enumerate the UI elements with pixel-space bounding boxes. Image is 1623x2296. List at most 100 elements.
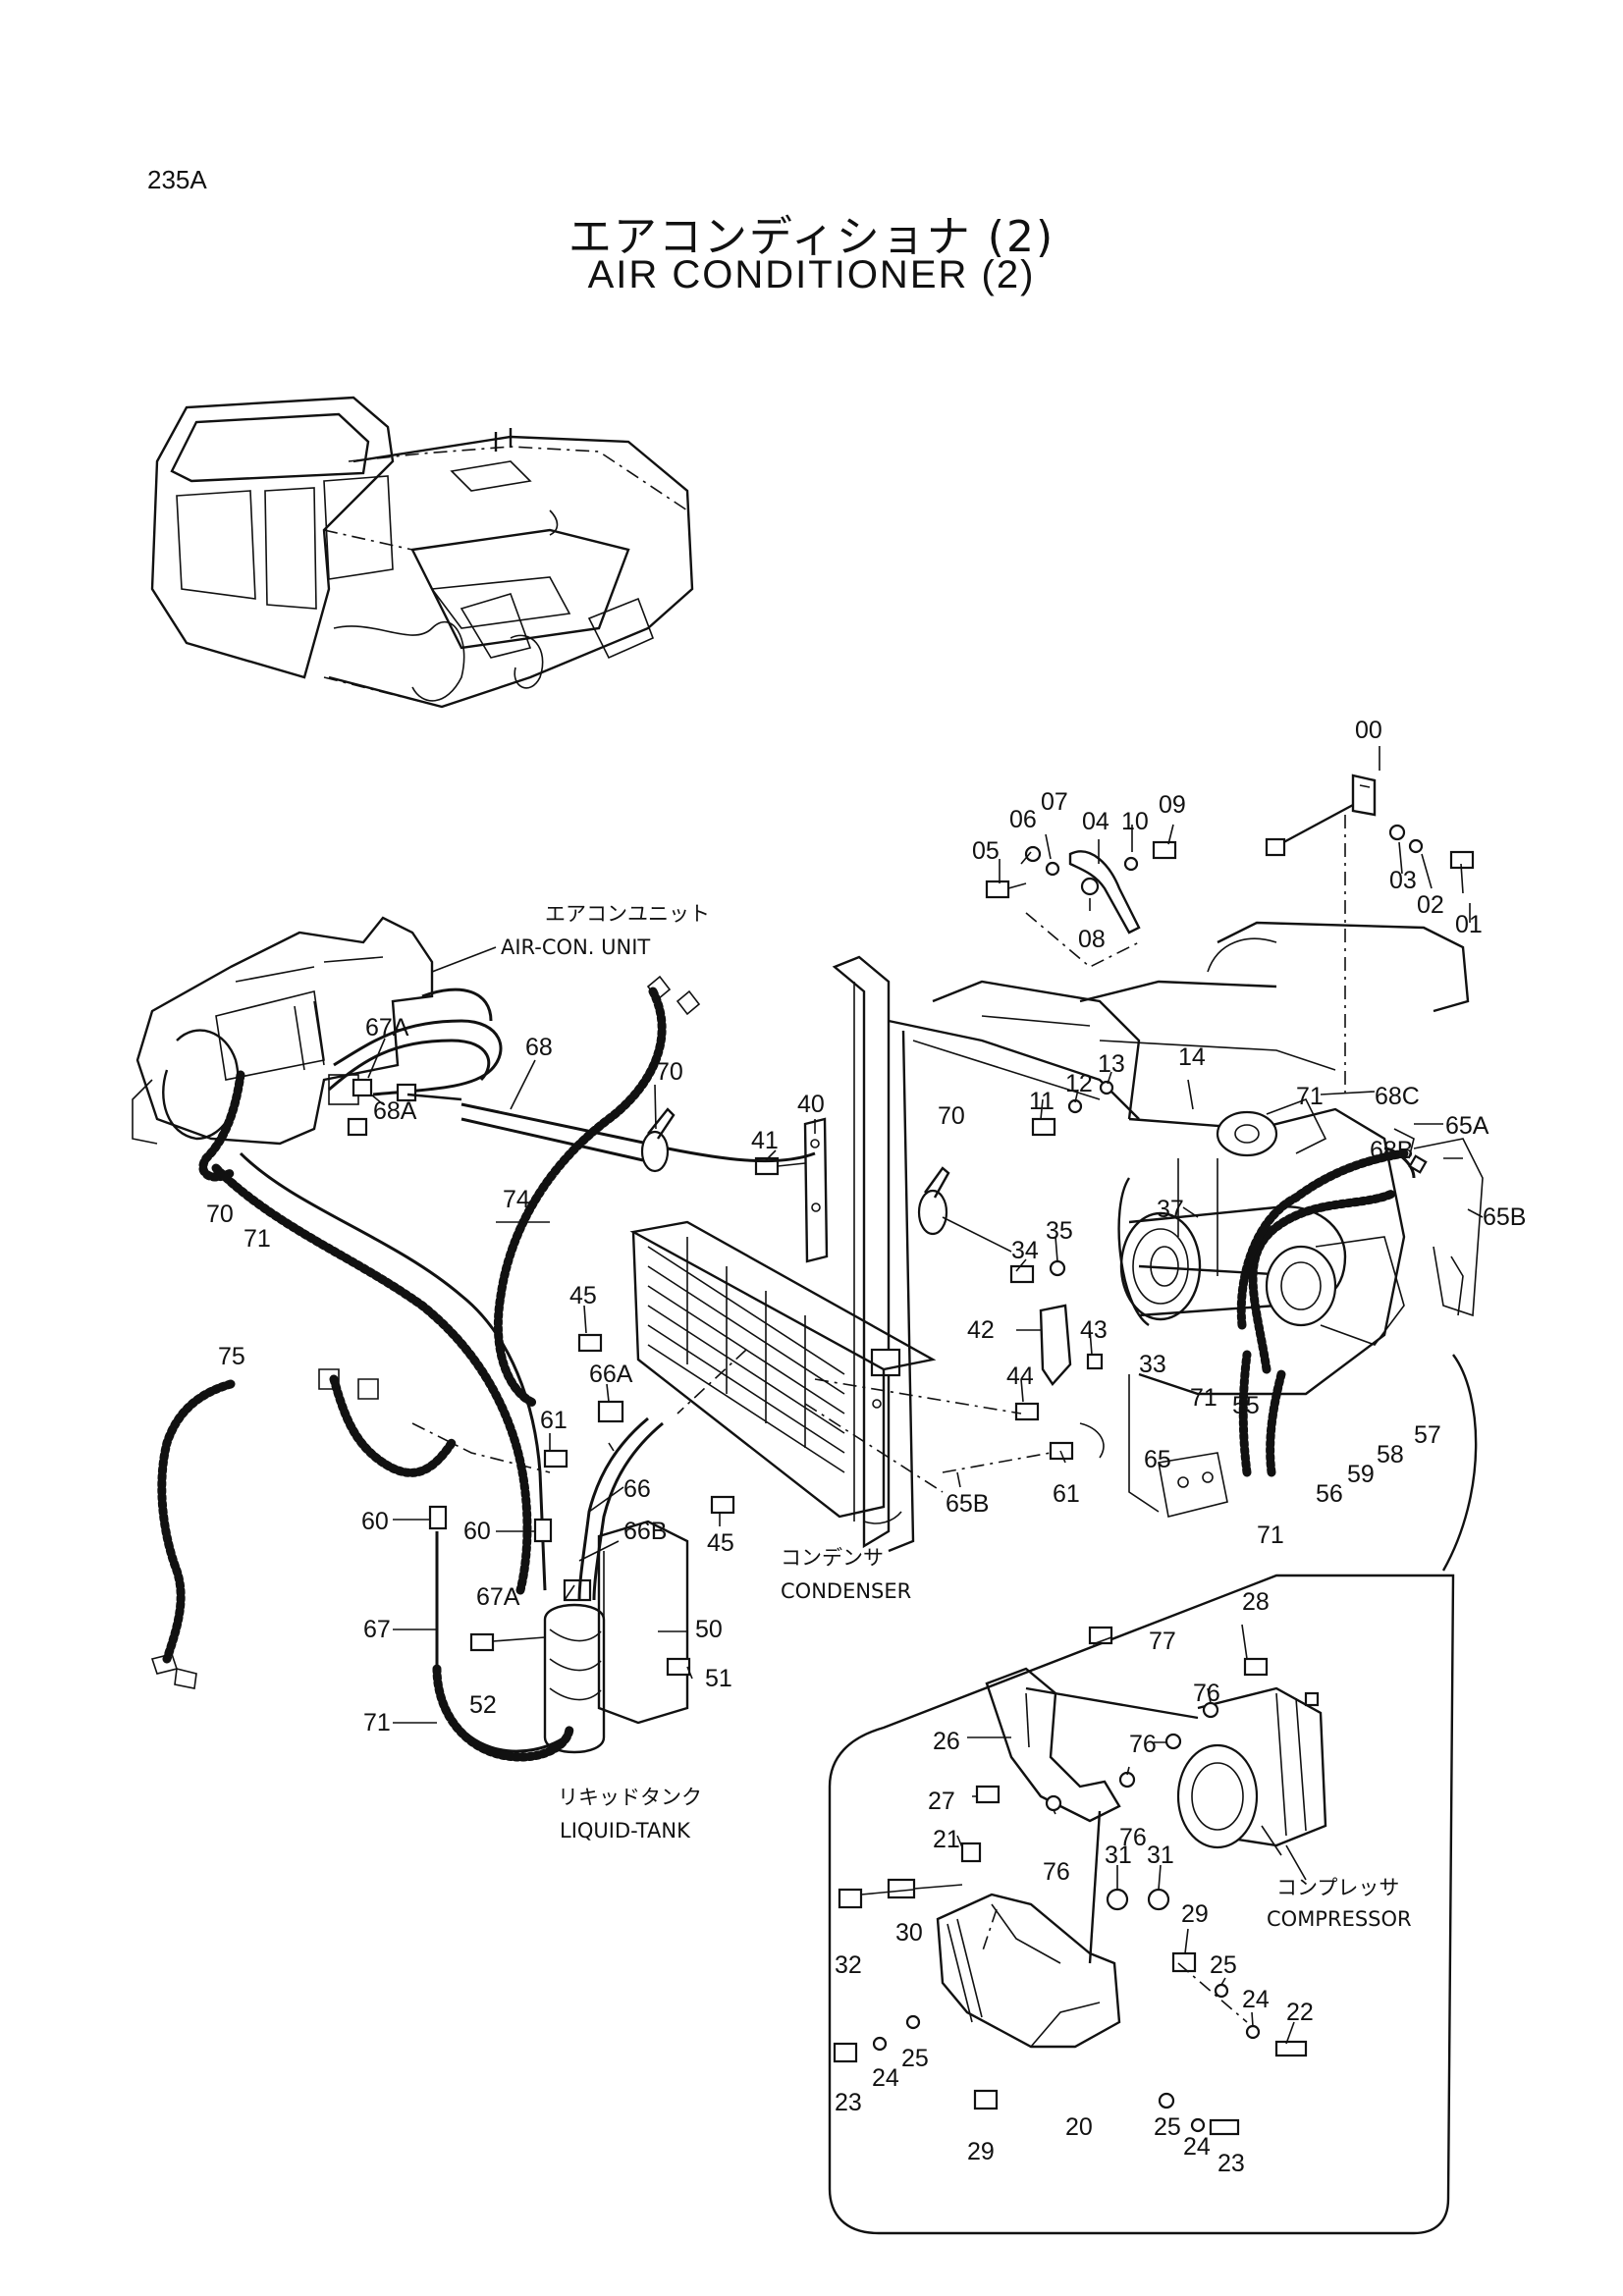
- hose-71-line: [239, 1151, 547, 1591]
- harness-74-connector: [646, 975, 672, 1001]
- callout-74: 74: [503, 1186, 530, 1213]
- callout-70-upper: 70: [656, 1058, 683, 1086]
- callout-40: 40: [797, 1091, 825, 1118]
- bolt-45-bottom: [710, 1495, 735, 1515]
- liquid-tank-label-jp: リキッドタンク: [558, 1786, 702, 1809]
- hose-66: [577, 1416, 649, 1601]
- bolt-60-b: [533, 1518, 553, 1543]
- callout-33: 33: [1139, 1351, 1166, 1378]
- callout-21: 21: [933, 1826, 960, 1853]
- callout-02: 02: [1417, 891, 1444, 919]
- harness-75: [157, 1379, 236, 1664]
- callout-68a: 68A: [373, 1097, 417, 1125]
- callout-75: 75: [218, 1343, 245, 1370]
- callout-71-low: 71: [1257, 1522, 1284, 1549]
- callout-76-b: 76: [1129, 1731, 1157, 1758]
- callout-76-a: 76: [1193, 1680, 1220, 1707]
- liquid-tank-label: LIQUID-TANK: [560, 1819, 691, 1842]
- callout-23-left: 23: [835, 2089, 862, 2116]
- callout-56: 56: [1316, 1480, 1343, 1508]
- callout-31-a: 31: [1105, 1842, 1132, 1869]
- condenser-label: CONDENSER: [781, 1579, 911, 1603]
- hose-68-b: [460, 1117, 644, 1162]
- condenser-core: [629, 1220, 944, 1519]
- callout-34: 34: [1011, 1237, 1039, 1264]
- callout-71-mid: 71: [1190, 1384, 1217, 1412]
- callout-42: 42: [967, 1316, 995, 1344]
- callout-01: 01: [1455, 911, 1483, 938]
- callout-51: 51: [705, 1665, 732, 1692]
- callout-44: 44: [1006, 1362, 1034, 1390]
- callout-77: 77: [1149, 1628, 1176, 1655]
- callout-20: 20: [1065, 2113, 1093, 2141]
- clamp-70-middle: [917, 1166, 1012, 1253]
- callout-71-left: 71: [243, 1225, 271, 1253]
- belt-and-pulley: [1119, 1205, 1405, 1346]
- callout-68c: 68C: [1375, 1083, 1420, 1110]
- aircon-unit-hoses: [198, 988, 503, 1182]
- callout-65: 65: [1144, 1446, 1171, 1473]
- callout-70-mid: 70: [938, 1102, 965, 1130]
- hose-68: [460, 1102, 649, 1146]
- liquid-tank: [469, 1520, 691, 1754]
- callout-31-b: 31: [1147, 1842, 1174, 1869]
- hose-66-b: [592, 1421, 664, 1601]
- page-title: AIR CONDITIONER (2): [587, 253, 1036, 296]
- callout-45-top: 45: [569, 1282, 597, 1309]
- callout-61-right: 61: [1053, 1480, 1080, 1508]
- callout-09: 09: [1159, 791, 1186, 819]
- hose-71-long: [211, 1163, 532, 1595]
- callout-23-right: 23: [1217, 2150, 1245, 2177]
- aircon-unit-label: AIR-CON. UNIT: [501, 935, 650, 959]
- engine-hoses: [1236, 1128, 1464, 1477]
- aircon-unit: [132, 916, 434, 1146]
- callout-71-bottom-left: 71: [363, 1709, 391, 1736]
- harness-75-connector: [318, 1368, 379, 1400]
- callout-27: 27: [928, 1788, 955, 1815]
- callout-32: 32: [835, 1951, 862, 1979]
- hose-71-tank: [432, 1664, 574, 1762]
- callout-29-top: 29: [1181, 1900, 1209, 1928]
- callout-30: 30: [895, 1919, 923, 1947]
- callout-67: 67: [363, 1616, 391, 1643]
- component-labels: エアコンユニット AIR-CON. UNIT コンデンサ CONDENSER リ…: [501, 902, 1412, 1931]
- compressor-detail-frame: [828, 1574, 1455, 2235]
- bolt-11: [1031, 1117, 1056, 1137]
- callout-66a: 66A: [589, 1361, 633, 1388]
- callout-50: 50: [695, 1616, 723, 1643]
- callout-55: 55: [1232, 1392, 1260, 1419]
- bolt-60-a: [428, 1505, 448, 1530]
- callout-13: 13: [1098, 1050, 1125, 1078]
- page-title-japanese: エアコンディショナ (2): [568, 212, 1055, 262]
- bolt-61-left: [543, 1449, 568, 1468]
- callout-22: 22: [1286, 1999, 1314, 2026]
- callout-12: 12: [1065, 1070, 1093, 1097]
- callout-10: 10: [1121, 808, 1149, 835]
- bolt-34: [1009, 1264, 1035, 1284]
- compressor-label: COMPRESSOR: [1267, 1907, 1412, 1931]
- aircon-unit-label-jp: エアコンユニット: [545, 902, 710, 926]
- callout-58: 58: [1377, 1441, 1404, 1468]
- callout-07: 07: [1041, 788, 1068, 816]
- callout-60-b: 60: [463, 1518, 491, 1545]
- harness-74: [493, 987, 667, 1409]
- page-code: 235A: [147, 165, 207, 194]
- compressor-fasteners: [833, 1626, 1308, 2136]
- clamp-70-upper: [640, 1107, 676, 1173]
- washer-35: [1049, 1259, 1066, 1277]
- callout-65b-right: 65B: [1483, 1203, 1526, 1231]
- bracket-42: [814, 1304, 1105, 1473]
- callout-66b: 66B: [623, 1518, 667, 1545]
- hose-68-continuation: [667, 1147, 816, 1163]
- callout-24-right: 24: [1242, 1986, 1270, 2013]
- top-bracket-assembly: [985, 774, 1475, 1099]
- callout-68b: 68B: [1370, 1137, 1413, 1164]
- bolt-45-top: [577, 1333, 603, 1353]
- engine-block: [932, 921, 1484, 1518]
- callout-65b-mid: 65B: [946, 1490, 989, 1518]
- fitting-66a: [597, 1400, 624, 1423]
- detail-leader-line: [1441, 1354, 1478, 1572]
- callout-25-right: 25: [1210, 1951, 1237, 1979]
- callout-25-bottom: 25: [1154, 2113, 1181, 2141]
- callout-45-bottom: 45: [707, 1529, 734, 1557]
